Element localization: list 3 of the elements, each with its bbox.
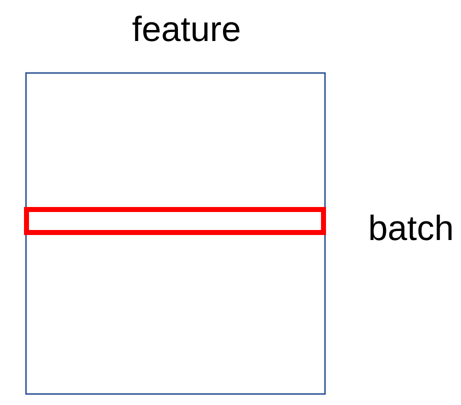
heading: feature <box>132 16 240 42</box>
row-highlight <box>24 207 326 235</box>
side-label: batch <box>370 214 452 240</box>
